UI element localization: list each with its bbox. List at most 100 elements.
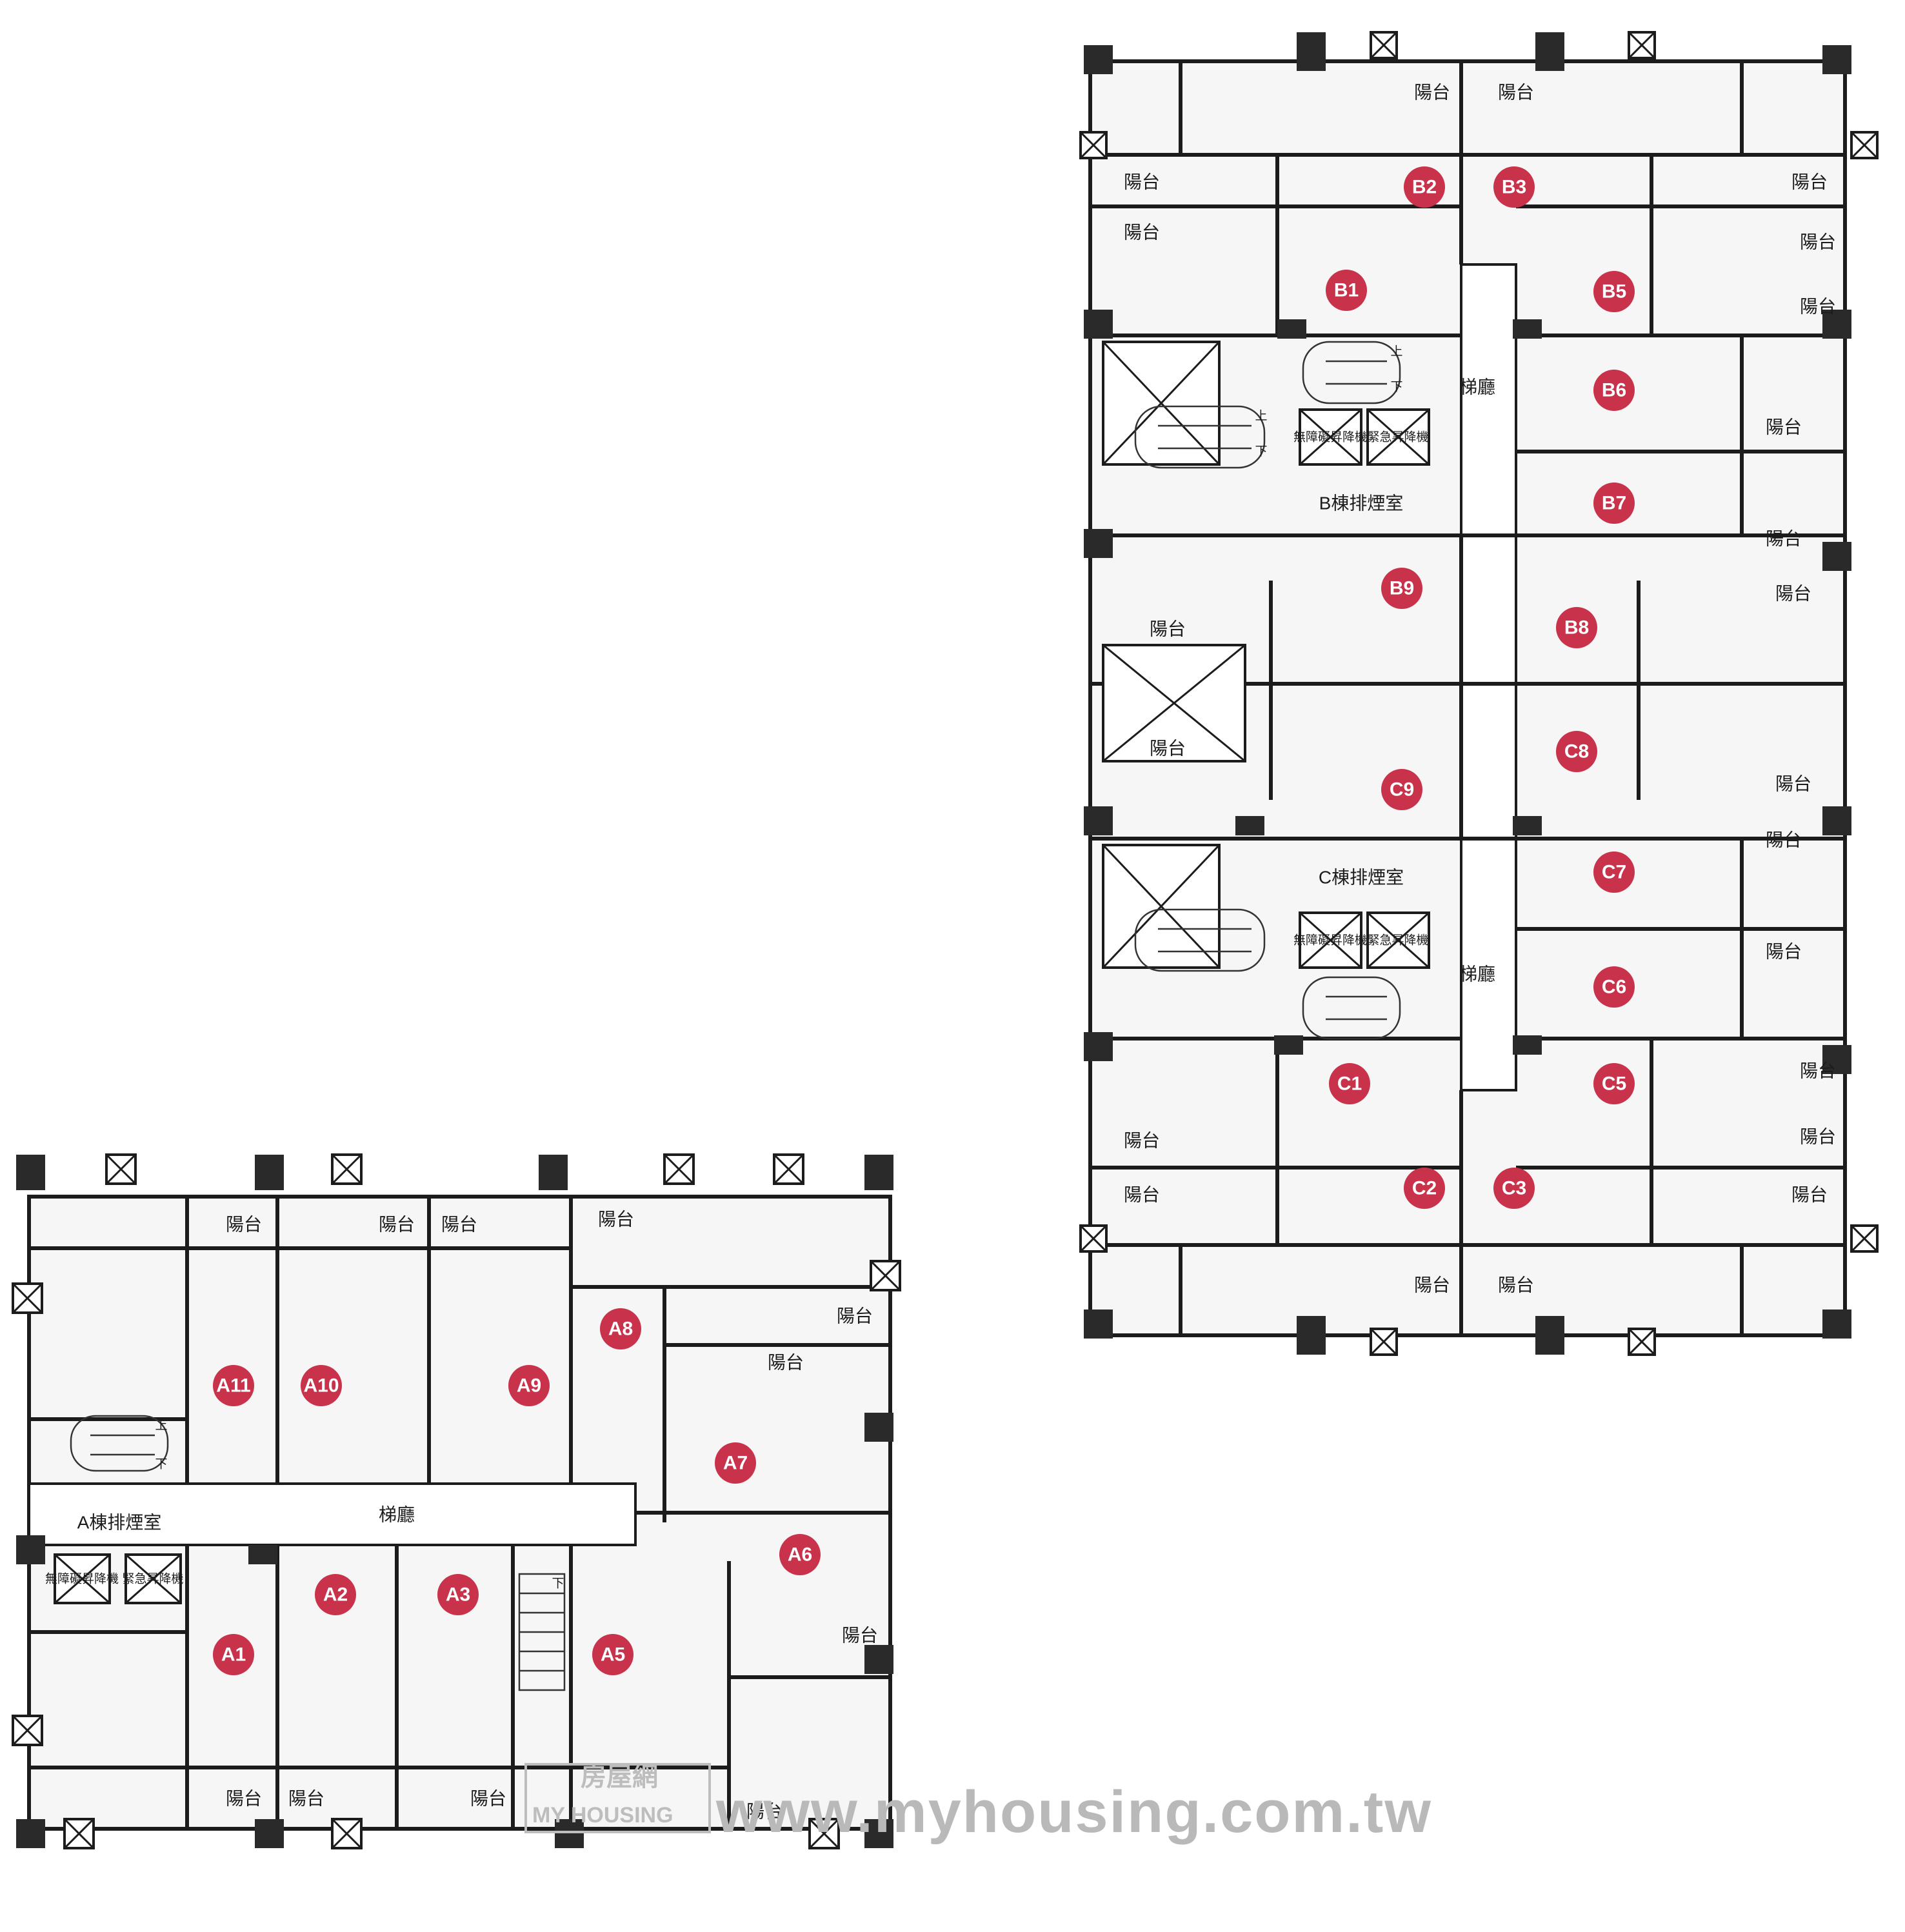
balcony-label: 陽台 (1150, 619, 1186, 639)
window-shafts-bc (1079, 31, 1879, 1356)
unit-badge-b2[interactable]: B2 (1404, 166, 1445, 208)
svg-text:C3: C3 (1502, 1178, 1526, 1199)
balcony-label: 陽台 (1414, 1275, 1450, 1295)
unit-badge-b3[interactable]: B3 (1493, 166, 1535, 208)
balcony-label: 陽台 (1766, 830, 1802, 850)
unit-badge-a5[interactable]: A5 (592, 1634, 633, 1675)
balcony-label: 陽台 (1800, 297, 1836, 317)
balcony-label: 陽台 (1498, 1275, 1534, 1295)
unit-badge-c8[interactable]: C8 (1556, 731, 1597, 772)
unit-badge-b9[interactable]: B9 (1381, 568, 1422, 609)
watermark-site-url: www.myhousing.com.tw (715, 1779, 1432, 1845)
svg-text:B1: B1 (1334, 280, 1359, 301)
stair-down-label: 下 (552, 1577, 564, 1591)
svg-text:B5: B5 (1602, 281, 1626, 303)
unit-badge-b7[interactable]: B7 (1593, 483, 1635, 524)
unit-badge-a8[interactable]: A8 (600, 1308, 641, 1349)
watermark: 房屋網 MY HOUSING www.myhousing.com.tw (524, 1763, 1432, 1845)
unit-badge-a10[interactable]: A10 (301, 1365, 342, 1406)
smoke-room-a-label: A棟排煙室 (77, 1513, 162, 1533)
svg-text:A2: A2 (323, 1584, 348, 1606)
svg-text:C1: C1 (1337, 1073, 1362, 1095)
svg-text:B2: B2 (1412, 177, 1437, 198)
balcony-label: 陽台 (1766, 417, 1802, 437)
accessible-elevator-c-label: 無障礙昇降機 (1293, 933, 1367, 948)
unit-badge-c5[interactable]: C5 (1593, 1063, 1635, 1104)
unit-badge-a9[interactable]: A9 (508, 1365, 550, 1406)
balcony-label: 陽台 (1800, 232, 1836, 252)
lobby-label-a: 梯廳 (379, 1505, 415, 1525)
unit-badge-c9[interactable]: C9 (1381, 769, 1422, 810)
svg-text:A10: A10 (303, 1375, 339, 1397)
balcony-label: 陽台 (1124, 223, 1160, 243)
stair-down-label: 下 (1255, 445, 1267, 459)
lobby-label-c: 梯廳 (1459, 964, 1495, 984)
balcony-label: 陽台 (746, 1802, 783, 1822)
unit-badge-a11[interactable]: A11 (213, 1365, 254, 1406)
unit-badge-a3[interactable]: A3 (437, 1574, 479, 1615)
balcony-label: 陽台 (1124, 1131, 1160, 1151)
watermark-brand: MY HOUSING (532, 1803, 673, 1827)
svg-text:B8: B8 (1564, 617, 1589, 639)
lobby-label-b: 梯廳 (1459, 377, 1495, 397)
balcony-label: 陽台 (1800, 1061, 1836, 1081)
svg-text:B9: B9 (1390, 578, 1414, 599)
light-well (1102, 341, 1246, 969)
building-a: 梯廳 A棟排煙室 無障礙昇降機 緊急昇降機 上 下 下 陽台 陽台 陽台 陽台 … (12, 1153, 901, 1849)
balcony-label: 陽台 (1498, 83, 1534, 103)
svg-text:A3: A3 (446, 1584, 470, 1606)
emergency-elevator-b-label: 緊急昇降機 (1367, 430, 1428, 444)
unit-badge-b5[interactable]: B5 (1593, 271, 1635, 312)
svg-text:A5: A5 (601, 1644, 625, 1666)
svg-text:A6: A6 (788, 1544, 812, 1566)
smoke-room-b-label: B棟排煙室 (1319, 493, 1404, 513)
columns-a (16, 1155, 893, 1848)
svg-text:B3: B3 (1502, 177, 1526, 198)
accessible-elevator-a-label: 無障礙昇降機 (45, 1572, 119, 1586)
unit-badge-b1[interactable]: B1 (1326, 270, 1367, 311)
stair-down-label: 下 (1390, 381, 1402, 394)
unit-badge-b6[interactable]: B6 (1593, 370, 1635, 411)
balcony-label: 陽台 (598, 1210, 634, 1230)
balcony-label: 陽台 (768, 1353, 804, 1373)
stair-up-label: 上 (155, 1419, 167, 1433)
svg-text:C6: C6 (1602, 977, 1626, 998)
window-shafts-a (12, 1153, 901, 1849)
svg-text:A8: A8 (608, 1319, 633, 1340)
emergency-elevator-c-label: 緊急昇降機 (1367, 933, 1428, 948)
unit-badge-b8[interactable]: B8 (1556, 607, 1597, 648)
balcony-label: 陽台 (1791, 1185, 1828, 1205)
svg-text:A11: A11 (216, 1375, 250, 1397)
unit-badge-c2[interactable]: C2 (1404, 1168, 1445, 1209)
balcony-label: 陽台 (1791, 172, 1828, 192)
unit-badge-a7[interactable]: A7 (715, 1442, 756, 1484)
svg-text:A1: A1 (221, 1644, 246, 1666)
balcony-label: 陽台 (1150, 739, 1186, 759)
unit-badge-c3[interactable]: C3 (1493, 1168, 1535, 1209)
svg-text:B7: B7 (1602, 493, 1626, 514)
unit-badge-c1[interactable]: C1 (1329, 1063, 1370, 1104)
balcony-label: 陽台 (441, 1215, 477, 1235)
balcony-label: 陽台 (288, 1789, 324, 1809)
unit-badge-c6[interactable]: C6 (1593, 966, 1635, 1008)
unit-badge-c7[interactable]: C7 (1593, 851, 1635, 893)
balcony-label: 陽台 (226, 1215, 262, 1235)
elevators-b (1299, 408, 1430, 466)
accessible-elevator-b-label: 無障礙昇降機 (1293, 430, 1367, 444)
svg-text:C2: C2 (1412, 1178, 1437, 1199)
balcony-label: 陽台 (226, 1789, 262, 1809)
unit-badge-a1[interactable]: A1 (213, 1634, 254, 1675)
unit-badge-a6[interactable]: A6 (779, 1534, 821, 1575)
svg-text:C7: C7 (1602, 862, 1626, 883)
svg-text:B6: B6 (1602, 380, 1626, 401)
columns-bc (1084, 32, 1851, 1355)
watermark-logo: 房屋網 (581, 1763, 658, 1791)
elevators-c (1299, 911, 1430, 969)
stair-a (70, 1415, 566, 1691)
balcony-label: 陽台 (1414, 83, 1450, 103)
balcony-label: 陽台 (842, 1626, 878, 1646)
balcony-label: 陽台 (1124, 172, 1160, 192)
balcony-label: 陽台 (1775, 584, 1811, 604)
emergency-elevator-a-label: 緊急昇降機 (122, 1572, 183, 1586)
unit-badge-a2[interactable]: A2 (315, 1574, 356, 1615)
